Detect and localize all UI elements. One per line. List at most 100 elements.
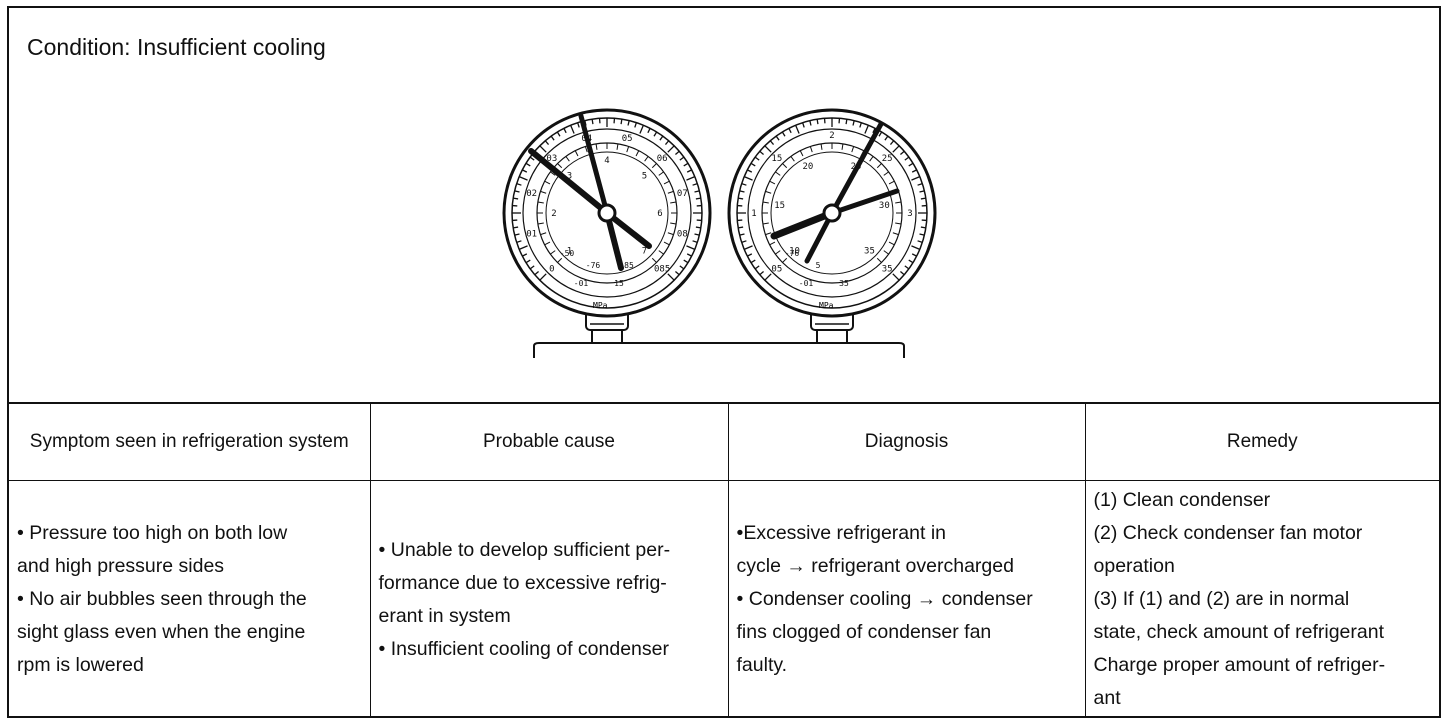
gauge-inner-tick xyxy=(544,180,551,185)
gauge-tick xyxy=(781,131,786,137)
gauge-inner-tick xyxy=(820,143,823,150)
gauge-tick xyxy=(516,240,522,243)
gauge-inner-tick xyxy=(762,201,769,204)
gauge-tick xyxy=(539,145,547,153)
gauge-inner-tick xyxy=(809,146,813,153)
low-gauge-hub xyxy=(597,203,617,223)
gauge-tick xyxy=(667,145,675,153)
symptom-line: • No air bubbles seen through the xyxy=(17,588,307,610)
gauge-inner-tick xyxy=(670,201,677,204)
remedy-line: Charge proper amount of refriger- xyxy=(1093,654,1386,676)
gauge-inner-tick xyxy=(663,241,670,246)
gauge-inner-tick xyxy=(663,180,670,185)
gauge-tick xyxy=(679,265,685,270)
gauge-tick xyxy=(741,240,747,243)
gauge-tick xyxy=(892,145,900,153)
gauge-tick xyxy=(529,156,535,161)
gauge-inner-tick xyxy=(557,257,563,263)
gauge-inner-tick xyxy=(537,201,544,204)
gauge-scale-label: 07 xyxy=(677,189,688,199)
gauge-tick xyxy=(911,253,917,257)
cause-line: • Insufficient cooling of condenser xyxy=(378,637,669,660)
gauge-scale-label: 01 xyxy=(526,229,537,239)
gauge-inner-tick xyxy=(557,163,563,169)
gauge-inner-tick xyxy=(892,232,899,236)
gauge-inner-tick xyxy=(883,171,889,176)
gauge-tick xyxy=(904,156,910,161)
gauge-scale-label: 35 xyxy=(864,247,875,257)
gauge-tick xyxy=(900,270,905,276)
gauge-tick xyxy=(919,233,925,236)
gauge-tick xyxy=(514,233,520,236)
table-header-row: Symptom seen in refrigeration system Pro… xyxy=(9,404,1439,481)
symptom-line: • Pressure too high on both low xyxy=(17,522,288,544)
gauge-inner-tick xyxy=(762,222,769,225)
gauge-scale-label: 4 xyxy=(604,156,609,166)
low-gauge-tick-marks xyxy=(512,118,702,281)
gauge-inner-tick xyxy=(595,143,598,150)
gauge-tick xyxy=(739,190,745,193)
gauge-inner-tick xyxy=(883,250,889,255)
gauge-inner-tick xyxy=(888,241,895,246)
gauge-scale-label: 7 xyxy=(642,247,647,257)
gauge-scale-label: 06 xyxy=(657,154,668,164)
gauge-scale-label: 3 xyxy=(567,172,572,182)
gauge-tick xyxy=(513,226,519,229)
gauge-scale-label: 08 xyxy=(677,229,688,239)
gauge-tick xyxy=(686,245,696,250)
gauge-scale-label: 15 xyxy=(774,201,785,211)
gauge-tick xyxy=(525,259,531,264)
gauge-inner-tick xyxy=(895,222,902,225)
gauge-tick xyxy=(911,245,921,250)
gauge-inner-tick xyxy=(876,257,882,263)
gauge-inner-tick xyxy=(658,171,664,176)
diagnosis-line: fins clogged of condenser fan xyxy=(736,621,992,643)
gauge-inner-tick xyxy=(869,156,874,162)
gauge-tick xyxy=(518,176,528,181)
remedy-line: ant xyxy=(1093,687,1121,709)
gauge-scale-label: 1 xyxy=(567,247,572,257)
gauge-tick xyxy=(544,140,550,145)
gauge-tick xyxy=(686,253,692,257)
gauge-tick xyxy=(764,145,772,153)
document-frame: Condition: Insufficient cooling xyxy=(7,6,1441,718)
header-probable-cause: Probable cause xyxy=(369,404,729,481)
high-gauge-unit: MPa xyxy=(819,301,834,310)
gauge-tick xyxy=(664,140,670,145)
high-gauge-hub xyxy=(822,203,842,223)
remedy-line: (1) Clean condenser xyxy=(1093,489,1271,511)
cell-remedy: (1) Clean condenser (2) Check condenser … xyxy=(1084,480,1439,718)
gauge-scale-label: 0 xyxy=(549,264,554,274)
gauge-scale-label: 2 xyxy=(829,131,834,141)
gauge-tick xyxy=(522,253,528,257)
gauge-tick xyxy=(675,150,680,156)
condition-title: Condition: Insufficient cooling xyxy=(27,34,326,60)
gauge-tick xyxy=(516,183,522,186)
gauge-tick xyxy=(692,240,698,243)
gauge-tick xyxy=(529,265,535,270)
gauge-scale-label: 2 xyxy=(551,209,556,219)
gauge-tick xyxy=(911,169,917,173)
gauge-inner-tick xyxy=(584,146,588,153)
gauge-inner-tick xyxy=(769,241,776,246)
gauge-inner-tick xyxy=(782,257,788,263)
gauge-inner-tick xyxy=(841,143,844,150)
gauge-tick xyxy=(694,190,700,193)
gauge-tick xyxy=(920,197,926,200)
gauge-tick xyxy=(739,233,745,236)
gauge-tick xyxy=(634,122,637,128)
gauge-inner-tick xyxy=(537,222,544,225)
gauge-scale-label: 1 xyxy=(751,209,756,219)
gauge-tick xyxy=(908,162,914,167)
gauge-tick xyxy=(695,226,701,229)
gauge-tick xyxy=(908,259,914,264)
high-gauge-needle-1 xyxy=(770,209,836,240)
gauge-tick xyxy=(550,135,555,141)
gauge-inner-tick xyxy=(765,190,772,194)
gauge-scale-label: 05 xyxy=(771,264,782,274)
gauge-scale-label: 02 xyxy=(526,189,537,199)
gauge-inner-tick xyxy=(550,250,556,255)
gauge-inner-tick xyxy=(876,163,882,169)
gauge-tick xyxy=(917,183,923,186)
gauge-tick xyxy=(679,156,685,161)
